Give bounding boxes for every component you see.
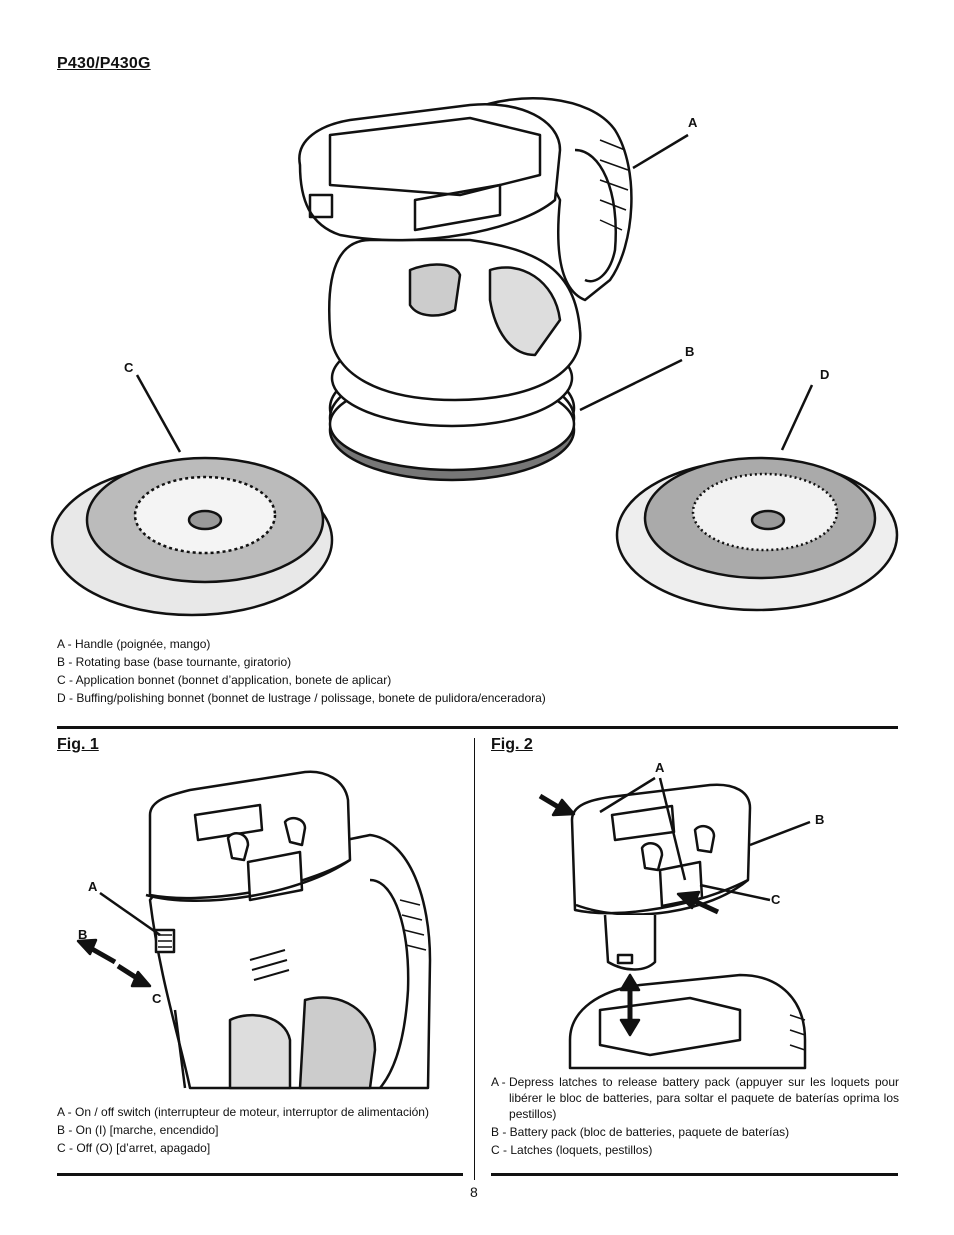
fig1-legend: A - On / off switch (interrupteur de mot… bbox=[57, 1103, 429, 1157]
fig2-legend: A - Depress latches to release battery p… bbox=[491, 1074, 899, 1158]
callout-d: D bbox=[820, 367, 830, 382]
fig2-callout-a: A bbox=[655, 760, 665, 775]
fig1-switch-illustration bbox=[76, 770, 432, 1090]
page-number: 8 bbox=[470, 1184, 478, 1200]
fig2-title: Fig. 2 bbox=[491, 736, 533, 753]
fig1-title: Fig. 1 bbox=[57, 736, 99, 753]
fig1-callout-b: B bbox=[78, 927, 88, 942]
legend-item-c: C - Application bonnet (bonnet d’applica… bbox=[57, 673, 392, 687]
fig2-callout-b: B bbox=[815, 812, 825, 827]
fig1-callout-a: A bbox=[88, 879, 98, 894]
fig1-bottom-rule bbox=[57, 1173, 463, 1176]
legend-item-b: B - Rotating base (base tournante, girat… bbox=[57, 655, 292, 669]
fig1-legend-item-a: A - On / off switch (interrupteur de mot… bbox=[57, 1105, 429, 1119]
callout-c: C bbox=[124, 360, 134, 375]
legend-item-d: D - Buffing/polishing bonnet (bonnet de … bbox=[57, 691, 546, 705]
fig1-legend-item-c: C - Off (O) [d’arret, apagado] bbox=[57, 1141, 211, 1155]
fig1-callout-c: C bbox=[152, 991, 162, 1006]
callout-b: B bbox=[685, 344, 695, 359]
fig2-legend-item-a: A - Depress latches to release battery p… bbox=[491, 1075, 899, 1121]
fig2-callout-c: C bbox=[771, 892, 781, 907]
parts-legend: A - Handle (poignée, mango) B - Rotating… bbox=[57, 635, 546, 707]
column-divider bbox=[474, 738, 475, 1180]
fig2-bottom-rule bbox=[491, 1173, 898, 1176]
polisher-illustration bbox=[50, 97, 899, 617]
fig2-legend-item-b: B - Battery pack (bloc de batteries, paq… bbox=[491, 1125, 790, 1139]
legend-item-a: A - Handle (poignée, mango) bbox=[57, 637, 211, 651]
callout-a: A bbox=[688, 115, 698, 130]
fig1-legend-item-b: B - On (I) [marche, encendido] bbox=[57, 1123, 219, 1137]
model-number: P430/P430G bbox=[57, 55, 151, 72]
fig2-legend-item-c: C - Latches (loquets, pestillos) bbox=[491, 1143, 653, 1157]
section-divider bbox=[57, 726, 898, 729]
fig2-battery-illustration bbox=[538, 776, 811, 1070]
